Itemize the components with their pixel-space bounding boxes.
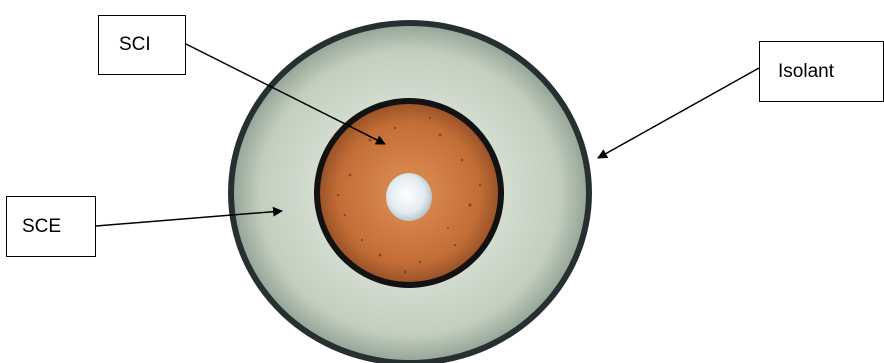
label-sce: SCE	[6, 196, 96, 257]
label-sci: SCI	[98, 15, 186, 75]
label-sce-text: SCE	[22, 216, 61, 238]
arrow-isolant	[598, 68, 759, 158]
central-core	[386, 173, 432, 221]
label-isolant-text: Isolant	[778, 61, 834, 83]
label-isolant: Isolant	[759, 41, 884, 102]
label-sci-text: SCI	[119, 34, 151, 56]
